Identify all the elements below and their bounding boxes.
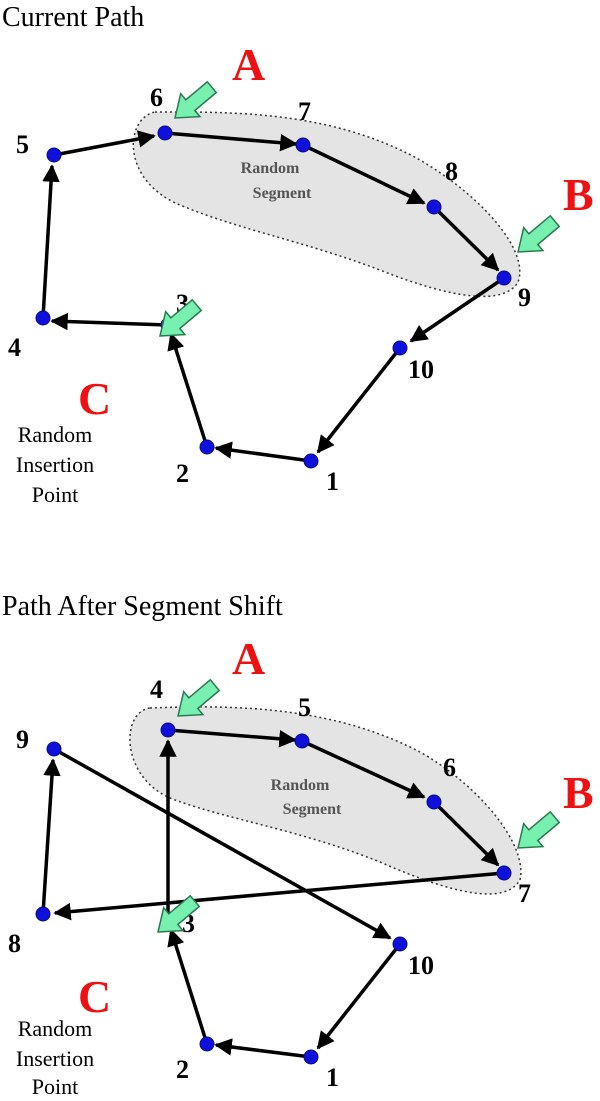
path-edge [53,871,505,921]
path-node [496,270,512,286]
node-label: 10 [408,355,434,384]
node-label: 9 [16,725,29,754]
node-label: 1 [326,1063,339,1092]
path-edge [214,1038,312,1059]
path-edge [167,728,297,748]
path-node [303,1049,319,1065]
segment-label: Segment [253,185,312,202]
path-edge [301,739,426,799]
path-edge [41,164,60,319]
marker-a: A [232,633,265,684]
node-label: 2 [176,1055,189,1084]
pointer-arrow-icon [174,80,218,119]
insertion-label: Insertion [16,1046,94,1071]
insertion-label: Random [18,422,93,447]
path-node [496,865,512,881]
path-node [295,137,311,153]
segment-label: Segment [283,801,342,818]
marker-b: B [563,169,594,220]
panel-current-path: Current Path Random Segment 6 7 8 9 5 4 [2,2,594,507]
marker-c: C [78,971,111,1022]
path-node [303,453,319,469]
random-segment-region [132,111,521,298]
path-edge [409,276,505,343]
path-edge [316,346,402,454]
insertion-label: Insertion [16,452,94,477]
node-label: 4 [8,333,21,362]
path-edge [53,130,156,157]
node-label: 8 [445,157,458,186]
path-edge [41,758,61,915]
node-label: 4 [150,675,163,704]
path-node [392,340,408,356]
pointer-arrow-icon [159,298,203,337]
node-label: 2 [176,459,189,488]
insertion-label: Point [32,1074,78,1099]
path-edge [164,131,298,152]
path-edge [167,928,209,1045]
path-node [160,722,176,738]
marker-c: C [78,373,111,424]
node-label: 10 [408,951,434,980]
node-label: 1 [326,467,339,496]
path-node [392,936,408,952]
pointer-arrow-icon [517,810,561,849]
pointer-arrow-icon [177,678,221,717]
node-label: 7 [298,97,311,126]
path-node [294,733,310,749]
path-edge [214,441,312,463]
marker-a: A [232,39,265,90]
path-edge [432,205,500,272]
random-segment-region [129,706,522,895]
path-node [426,199,442,215]
insertion-label: Point [32,482,78,507]
path-node [199,1036,215,1052]
segment-label: Random [271,777,330,794]
node-label: 6 [150,83,163,112]
marker-b: B [563,767,594,818]
path-edge [53,747,392,940]
panel-title: Current Path [2,2,144,33]
node-label: 7 [518,879,531,908]
path-node [35,310,51,326]
path-node [46,741,62,757]
path-node [199,439,215,455]
path-edge [432,800,500,867]
node-label: 5 [16,130,29,159]
path-edge [316,942,402,1050]
pointer-arrow-icon [517,214,561,253]
node-label: 8 [8,929,21,958]
panel-title: Path After Segment Shift [2,591,283,622]
path-node [157,125,173,141]
path-node [35,906,51,922]
pointer-arrow-icon [157,894,201,933]
node-label: 9 [518,283,531,312]
insertion-label: Random [18,1016,93,1041]
node-label: 6 [443,753,456,782]
panel-after-shift: Path After Segment Shift Random Segment … [2,591,594,1099]
segment-label: Random [241,160,300,177]
path-edge [302,143,426,205]
path-node [426,794,442,810]
node-label: 5 [298,693,311,722]
path-node [46,147,62,163]
path-edge [167,332,209,448]
path-edge [50,312,169,331]
